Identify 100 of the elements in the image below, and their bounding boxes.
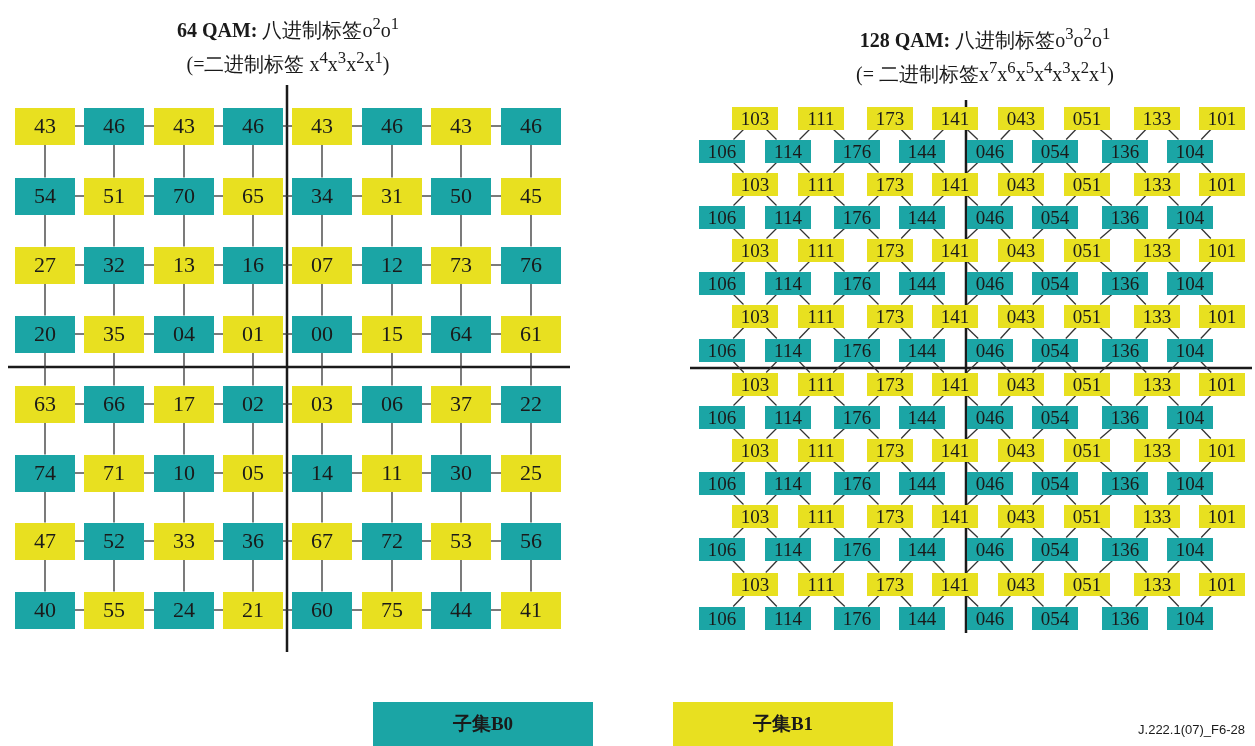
diagram-heading: 128 QAM: 八进制标签o$^{3}$o$^{2}$o$^{1}$ (859, 24, 1111, 53)
constellation-point: 114 (765, 271, 811, 295)
constellation-point: 72 (362, 522, 422, 560)
constellation-point: 111 (798, 504, 844, 528)
connector-line (321, 282, 323, 317)
constellation-point: 144 (899, 205, 945, 229)
connector-line (1135, 293, 1147, 306)
connector-line (1134, 559, 1148, 574)
constellation-point: 111 (798, 372, 844, 396)
constellation-point: 34 (292, 177, 352, 215)
constellation-point: 133 (1134, 238, 1180, 262)
connector-line (1200, 394, 1212, 407)
constellation-point: 173 (867, 438, 913, 462)
connector-line (460, 490, 462, 524)
connector-line (832, 326, 846, 340)
connector-line (44, 558, 46, 593)
constellation-point: 173 (867, 504, 913, 528)
connector-line (932, 594, 945, 608)
connector-line (391, 143, 393, 179)
constellation-point: 111 (798, 438, 844, 462)
connector-line (252, 282, 254, 317)
constellation-point: 111 (798, 172, 844, 196)
connector-line (321, 490, 323, 524)
constellation-point: 176 (834, 139, 880, 163)
constellation-point: 046 (967, 205, 1013, 229)
connector-line (832, 128, 846, 141)
connector-line (1135, 227, 1147, 240)
constellation-point: 73 (431, 246, 491, 284)
connector-line (213, 540, 224, 542)
connector-line (351, 333, 363, 335)
constellation-point: 136 (1102, 271, 1148, 295)
constellation-point: 106 (699, 139, 745, 163)
constellation-point: 133 (1134, 304, 1180, 328)
connector-line (213, 264, 224, 266)
constellation-point: 31 (362, 177, 422, 215)
constellation-point: 051 (1064, 238, 1110, 262)
constellation-point: 104 (1167, 338, 1213, 362)
diagram-subheading: (= 二进制标签x$^{7}$x$^{6}$x$^{5}$x$^{4}$x$^{3}$x$^{2}$x$^{1}$) (856, 58, 1114, 88)
constellation-point: 043 (998, 438, 1044, 462)
connector-line (391, 213, 393, 248)
connector-line (832, 394, 846, 407)
connector-line (1135, 260, 1147, 273)
constellation-point: 144 (899, 271, 945, 295)
connector-line (213, 195, 224, 197)
constellation-point: 17 (154, 385, 214, 423)
constellation-point: 106 (699, 537, 745, 561)
connector-line (460, 143, 462, 179)
constellation-point: 046 (967, 271, 1013, 295)
connector-line (321, 213, 323, 248)
connector-line (213, 333, 224, 335)
connector-line (282, 609, 293, 611)
constellation-point: 101 (1199, 372, 1245, 396)
connector-line (143, 125, 155, 127)
connector-line (1099, 326, 1113, 340)
connector-line (490, 125, 502, 127)
constellation-point: 103 (732, 504, 778, 528)
connector-line (183, 143, 185, 179)
connector-line (832, 427, 846, 440)
connector-line (490, 403, 502, 405)
constellation-point: 27 (15, 246, 75, 284)
connector-line (252, 143, 254, 179)
connector-line (900, 460, 912, 473)
constellation-point: 043 (998, 572, 1044, 596)
connector-line (143, 195, 155, 197)
connector-line (44, 421, 46, 456)
constellation-point: 173 (867, 572, 913, 596)
connector-line (183, 213, 185, 248)
connector-line (1065, 594, 1077, 608)
constellation-point: 46 (223, 107, 283, 145)
connector-line (867, 326, 880, 340)
constellation-point: 111 (798, 304, 844, 328)
constellation-point: 56 (501, 522, 561, 560)
constellation-point: 136 (1102, 405, 1148, 429)
connector-line (1200, 260, 1212, 273)
connector-line (213, 609, 224, 611)
connector-line (252, 421, 254, 456)
constellation-point: 141 (932, 438, 978, 462)
constellation-point: 45 (501, 177, 561, 215)
legend-label: 子集B1 (752, 712, 814, 736)
connector-line (321, 558, 323, 593)
connector-line (530, 143, 532, 179)
connector-line (832, 360, 846, 374)
connector-line (351, 472, 363, 474)
connector-line (1065, 161, 1077, 174)
constellation-point: 114 (765, 471, 811, 495)
connector-line (44, 143, 46, 179)
connector-line (391, 282, 393, 317)
figure-id: J.222.1(07)_F6-28 (1138, 722, 1245, 737)
connector-line (530, 490, 532, 524)
connector-line (143, 403, 155, 405)
connector-line (252, 558, 254, 593)
connector-line (490, 472, 502, 474)
constellation-point: 176 (834, 606, 880, 630)
constellation-point: 141 (932, 172, 978, 196)
connector-line (1200, 161, 1212, 174)
constellation-point: 104 (1167, 205, 1213, 229)
constellation-point: 02 (223, 385, 283, 423)
connector-line (490, 264, 502, 266)
constellation-point: 141 (932, 304, 978, 328)
connector-line (1098, 559, 1114, 574)
